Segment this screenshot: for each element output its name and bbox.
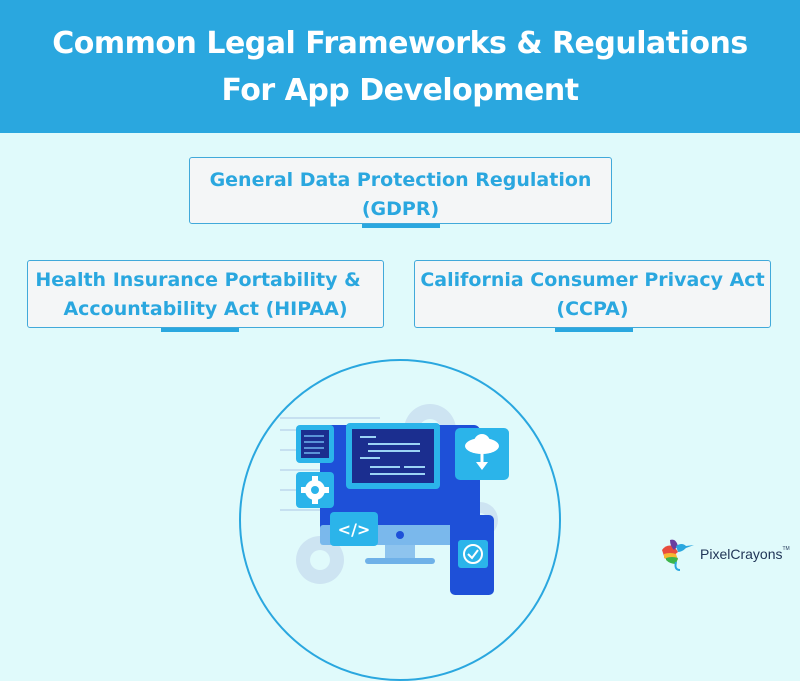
framework-box-hipaa: Health Insurance Portability & Accountab… [27,260,384,332]
hummingbird-logo-icon [662,539,694,571]
logo-wordmark: PixelCrayonsTM [700,546,790,562]
framework-gdpr-line1: General Data Protection Regulation [209,169,592,191]
gear-icon [296,472,334,508]
framework-hipaa-line2: Accountability Act (HIPAA) [63,298,348,320]
framework-hipaa-line1: Health Insurance Portability & [35,269,361,291]
code-list-icon [296,425,334,463]
code-tag-icon: </> [330,512,378,546]
title-line-2: For App Development [221,73,579,108]
pixelcrayons-logo: PixelCrayonsTM [660,536,790,572]
svg-text:</>: </> [338,520,371,539]
app-development-illustration: </> [280,404,509,595]
framework-box-ccpa: California Consumer Privacy Act (CCPA) [414,260,771,332]
framework-ccpa-line1: California Consumer Privacy Act [420,269,765,291]
framework-ccpa-underline [555,328,633,332]
framework-ccpa-line2: (CCPA) [556,298,629,320]
phone-icon [450,515,494,595]
title-line-1: Common Legal Frameworks & Regulations [52,26,748,61]
framework-gdpr-underline [362,224,440,228]
framework-gdpr-line2: (GDPR) [361,198,440,220]
header-banner: Common Legal Frameworks & Regulations Fo… [0,0,800,133]
cloud-download-icon [455,428,509,480]
check-circle-icon [463,544,483,564]
framework-box-gdpr: General Data Protection Regulation (GDPR… [189,157,612,228]
framework-hipaa-underline [161,328,239,332]
